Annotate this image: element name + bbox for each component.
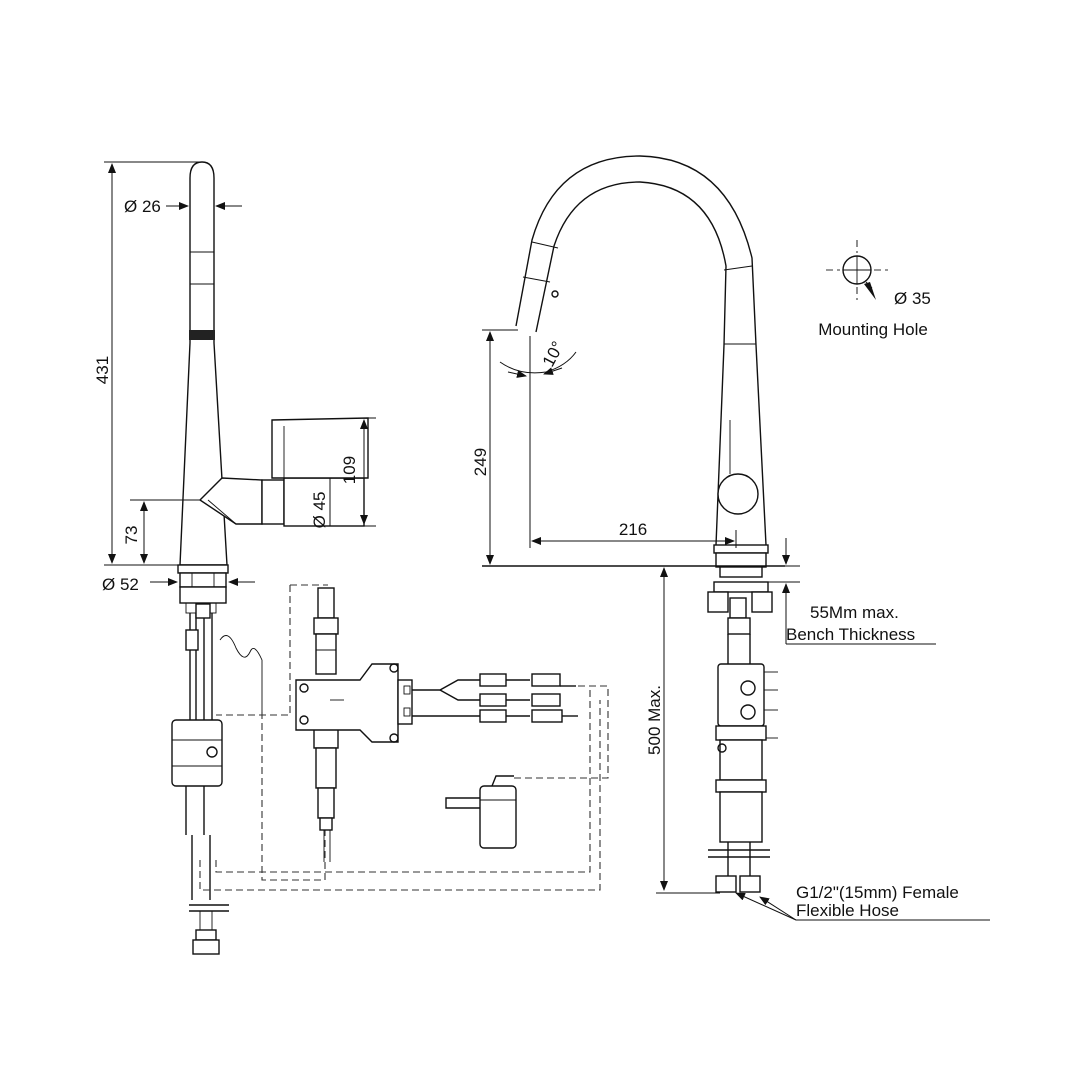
dim-handle-diameter: Ø 45 [310,492,329,529]
control-box [295,663,413,743]
sensor-cables [412,673,578,723]
front-spout [515,155,767,546]
mounting-hole-diameter: Ø 35 [894,289,931,308]
mounting-hole [826,240,888,300]
dim-reach: 216 [619,520,647,539]
dim-below-bench: 500 Max. [645,685,664,755]
bench-thickness-label-1: 55Mm max. [810,603,899,622]
dim-handle-height: 109 [340,456,359,484]
control-box-assembly [199,584,609,891]
hose-label-1: G1/2"(15mm) Female [796,883,959,902]
side-view [104,161,376,955]
mounting-hole-label: Mounting Hole [818,320,928,339]
dim-spray-angle: 10° [539,338,568,370]
labels: Ø 26 431 109 Ø 45 73 Ø 52 249 10° 216 50… [93,197,959,920]
side-lever [198,417,369,527]
dim-base-diameter: Ø 52 [102,575,139,594]
bench-thickness-label-2: Bench Thickness [786,625,915,644]
dim-outlet-height: 249 [471,448,490,476]
dashed-wiring [199,584,609,891]
side-underbench [171,603,263,955]
dim-lever-height: 73 [122,526,141,545]
front-base [482,544,785,893]
side-base [177,564,229,614]
dim-spout-diameter: Ø 26 [124,197,161,216]
battery-pack [445,775,517,849]
side-dimensions [104,161,376,586]
solenoid-valve [313,587,339,862]
front-view [482,155,990,921]
front-dimensions [482,329,990,921]
hose-label-2: Flexible Hose [796,901,899,920]
dim-total-height: 431 [93,356,112,384]
